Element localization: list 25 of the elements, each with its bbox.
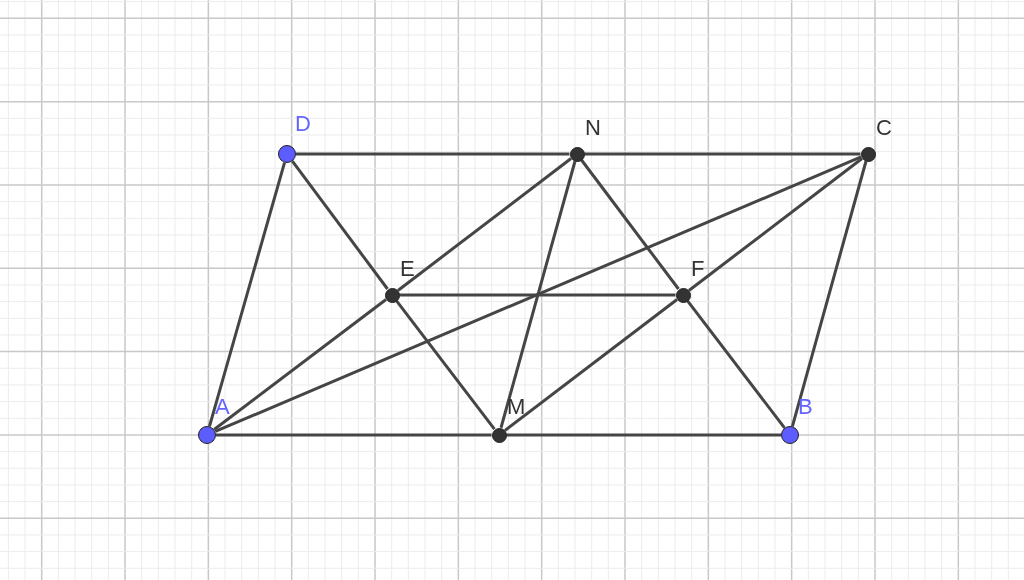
point-label: N: [585, 116, 601, 140]
line-segment: [580, 159, 680, 290]
line-segment: [213, 298, 387, 431]
point-label: F: [691, 257, 705, 281]
line-segment: [397, 157, 572, 292]
line-segment: [584, 152, 861, 156]
point-label: B: [798, 395, 813, 419]
line-segment: [395, 300, 496, 430]
line-segment: [790, 160, 868, 427]
line-segment: [686, 300, 786, 429]
line-segment: [499, 160, 577, 429]
point-label: A: [215, 395, 230, 419]
point-label: D: [295, 112, 311, 136]
line-segment: [208, 162, 286, 427]
line-segment: [291, 160, 389, 290]
point-label: E: [400, 257, 415, 281]
line-segment: [296, 152, 570, 156]
point-label: C: [876, 116, 892, 140]
line-segment: [216, 433, 492, 437]
line-segment: [214, 155, 862, 433]
line-segment: [504, 298, 678, 432]
line-segment: [506, 433, 781, 437]
line-segment: [688, 157, 863, 292]
point-label: M: [507, 395, 526, 419]
line-segment: [399, 293, 676, 297]
